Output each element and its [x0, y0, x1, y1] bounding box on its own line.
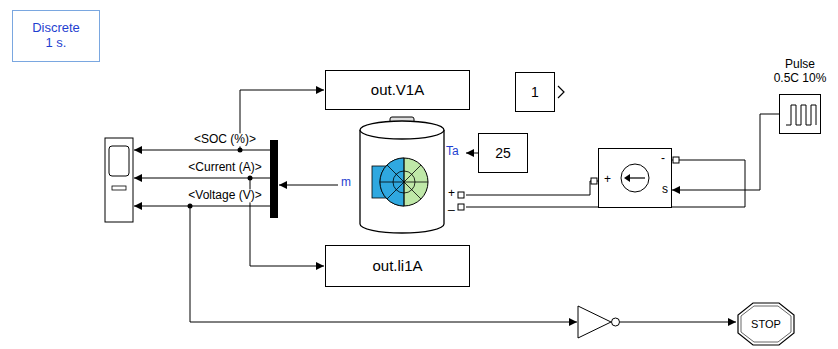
drawing-polygon: [741, 306, 791, 342]
constant-block: 25: [478, 133, 528, 173]
drawing-line: [387, 165, 421, 199]
to-workspace-block: out.V1A: [325, 70, 470, 110]
drawing-circle: [621, 164, 649, 192]
scope-symbol: [105, 138, 133, 222]
drawing-line: [279, 185, 338, 186]
drawing-polyline: [786, 105, 816, 125]
drawing-circle: [238, 148, 243, 153]
port-label: m: [341, 176, 351, 190]
drawing-rect: [458, 192, 464, 198]
to-workspace-block: out.li1A: [325, 245, 470, 287]
port-label: Ta: [446, 145, 459, 159]
block-heading: Pulse 0.5C 10%: [772, 58, 828, 86]
drawing-rect: [109, 146, 129, 176]
drawing-line: [629, 177, 645, 178]
block-label: out.V1A: [371, 81, 424, 98]
pulse-box: [779, 94, 821, 134]
drawing-rect: [458, 204, 464, 210]
signal-wires: [134, 90, 736, 322]
block-label: STOP: [751, 318, 781, 331]
port-label: s: [662, 183, 668, 197]
port-label: _: [448, 198, 455, 212]
signal-label: <Voltage (V)>: [186, 189, 263, 202]
drawing-line: [134, 150, 270, 151]
block-label: Discrete 1 s.: [27, 21, 85, 51]
output-port-chevron: [558, 86, 564, 98]
pulse-waveform: [780, 95, 822, 135]
signal-label: <Current (A)>: [186, 161, 263, 174]
drawing-rect: [105, 138, 133, 222]
powergui-block: Discrete 1 s.: [12, 10, 100, 62]
signal-label: <SOC (%)>: [192, 133, 258, 146]
battery-block: Tam+_: [338, 112, 466, 240]
bus-selector-bar: [270, 140, 278, 218]
stop-block: STOP: [737, 302, 795, 346]
drawing-g: [380, 158, 428, 206]
drawing-circle: [248, 176, 253, 181]
port-label: +: [604, 173, 611, 187]
block-label: 1: [531, 84, 539, 100]
not-gate-symbol: [578, 306, 620, 338]
constant-block: 1: [515, 72, 555, 112]
drawing-rect: [112, 186, 126, 190]
drawing-circle: [393, 171, 415, 193]
block-label: out.li1A: [372, 257, 422, 274]
drawing-line: [387, 165, 421, 199]
pulse-generator-block: Pulse 0.5C 10%: [768, 58, 832, 134]
controlled-current-source: + - s: [598, 148, 672, 208]
battery-symbol: [338, 112, 466, 240]
drawing-polygon: [738, 303, 794, 345]
port-label: -: [661, 152, 665, 166]
drawing-path: [360, 130, 444, 233]
signal-connector: [672, 114, 779, 190]
block-label: 25: [495, 145, 511, 161]
drawing-circle: [188, 204, 193, 209]
signal-connector: [466, 153, 478, 154]
drawing-line: [620, 322, 736, 323]
drawing-polygon: [578, 306, 611, 338]
drawing-ellipse: [360, 121, 444, 139]
drawing-rect: [673, 157, 679, 163]
signal-connector: [466, 181, 598, 195]
drawing-circle: [380, 158, 428, 206]
drawing-circle: [612, 318, 620, 326]
drawing-polygon: [624, 174, 630, 182]
drawing-rect: [591, 178, 597, 184]
